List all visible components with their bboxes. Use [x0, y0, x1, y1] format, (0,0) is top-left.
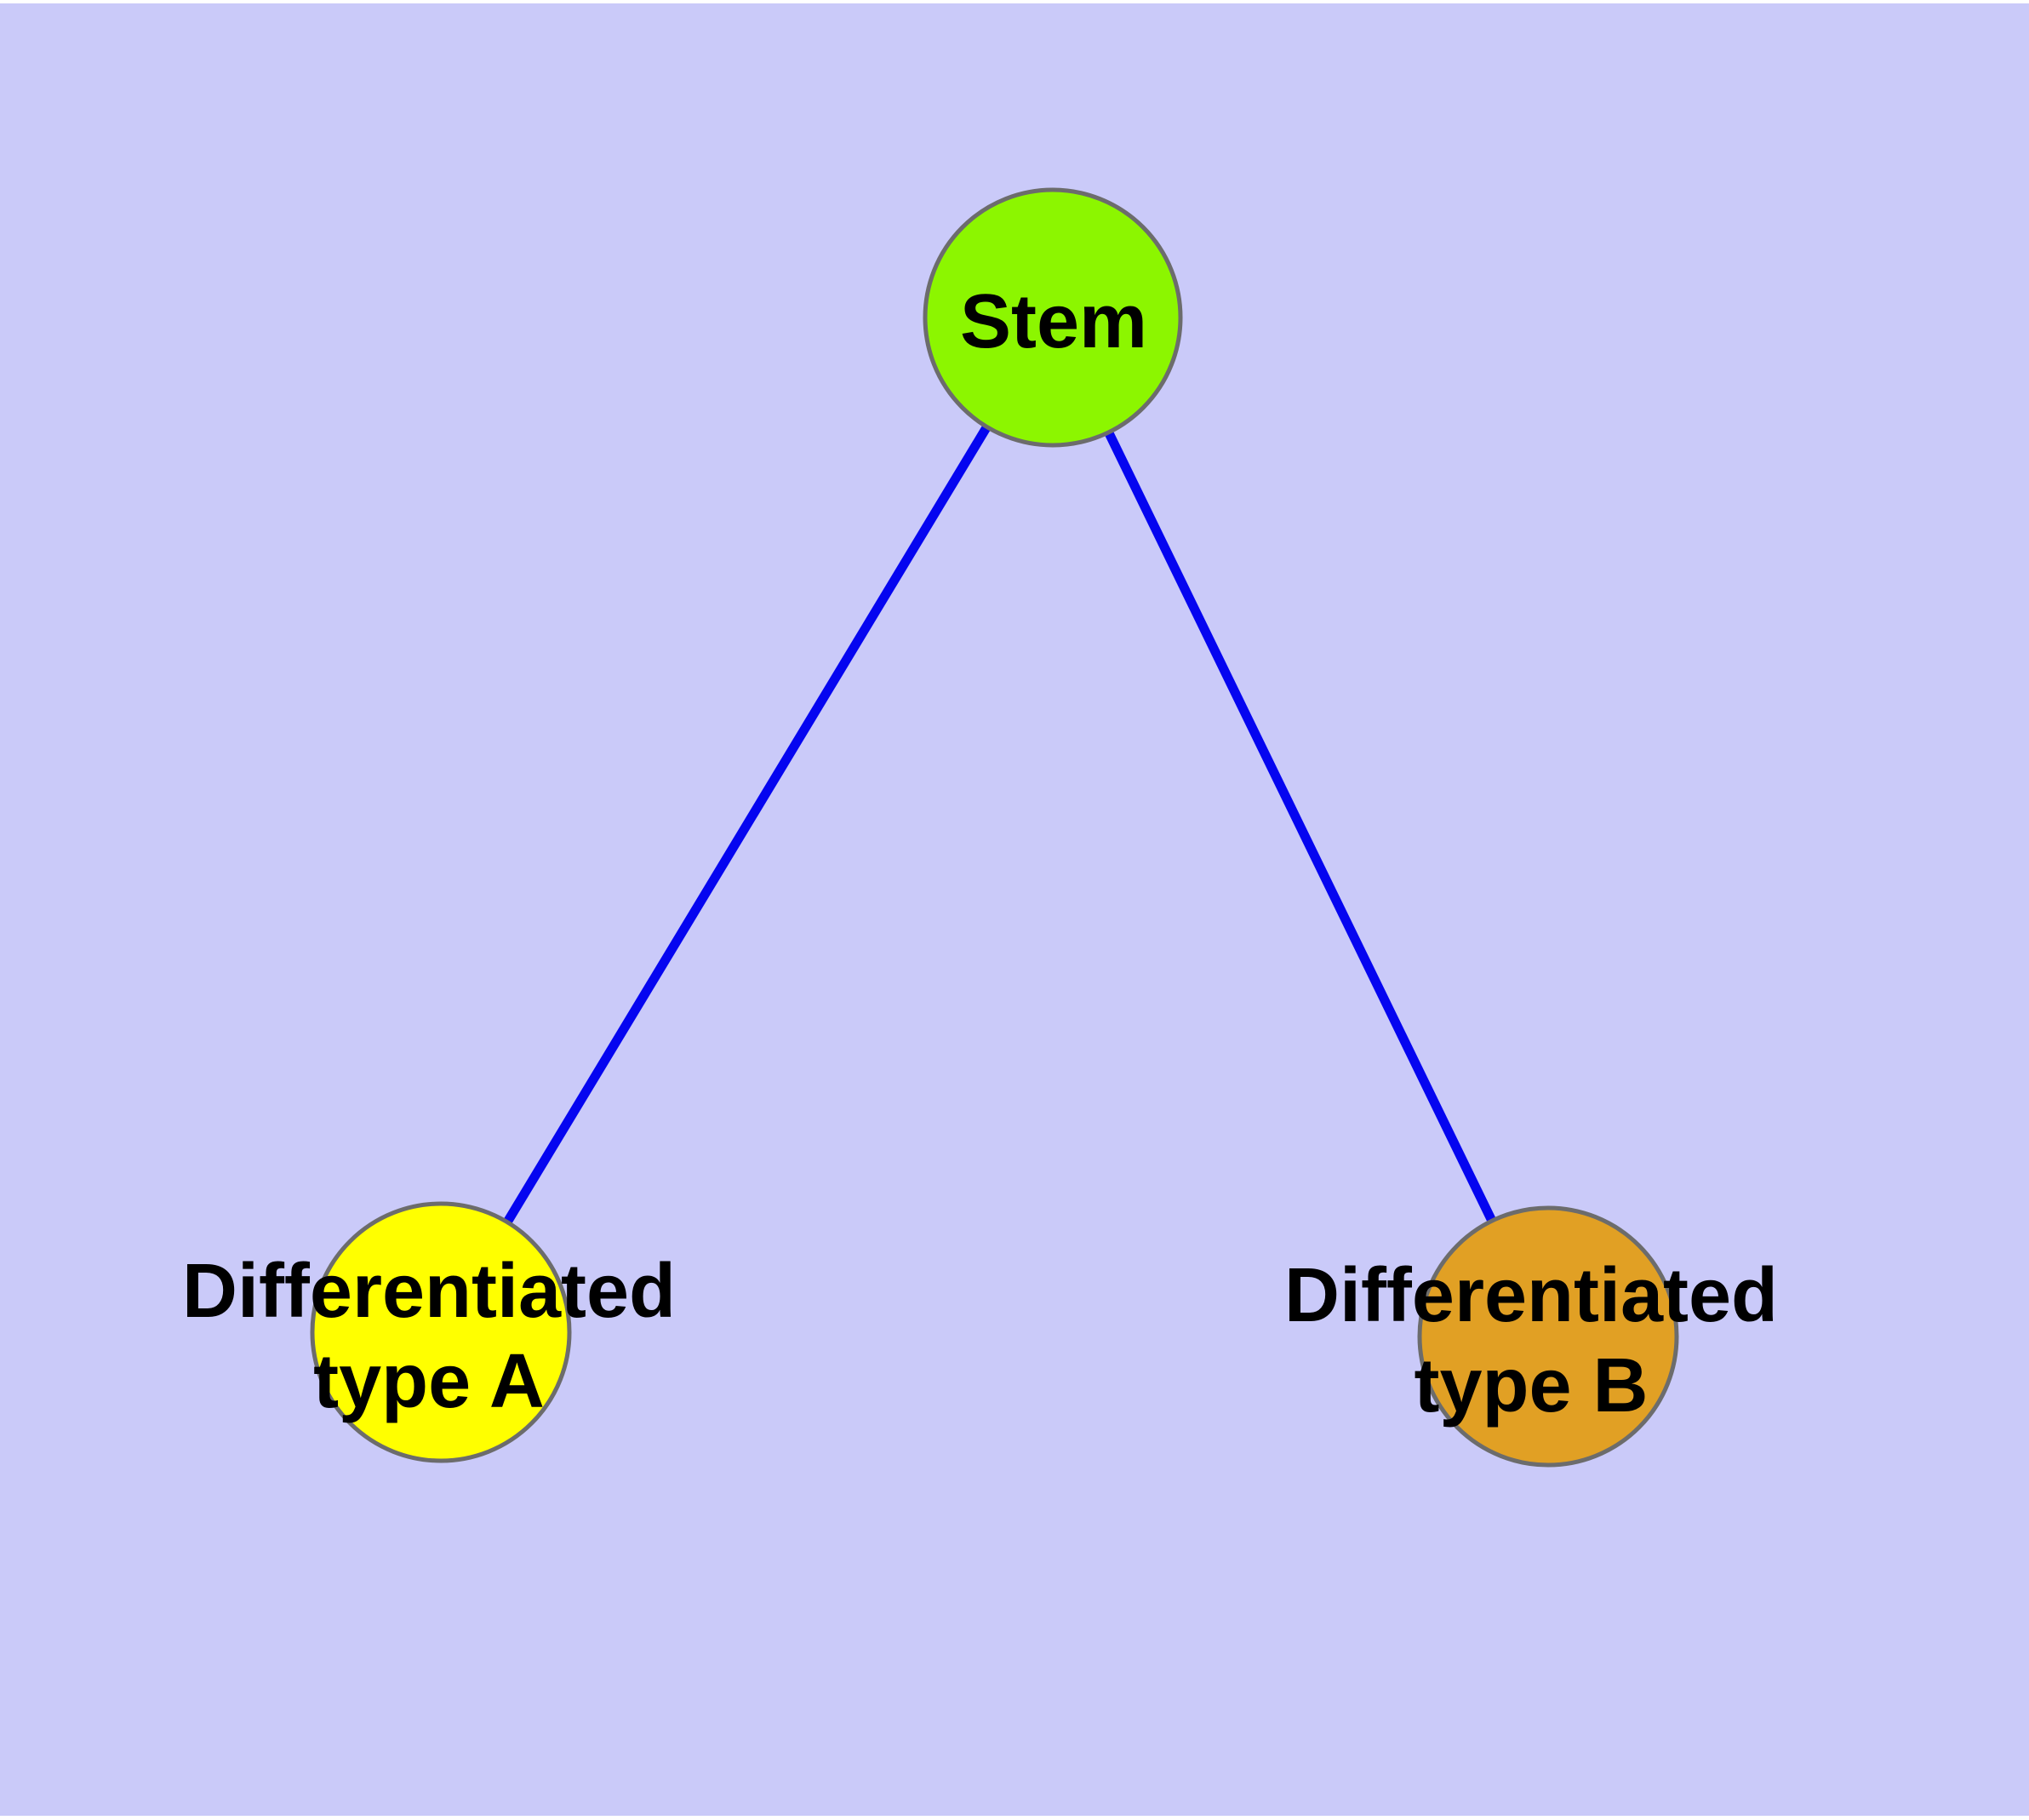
differentiated-type-a-node[interactable] [310, 1201, 572, 1463]
differentiated-type-b-node[interactable] [1417, 1205, 1679, 1468]
type-a-node-label-line1: Differentiated [182, 1249, 676, 1334]
stem-node[interactable] [923, 187, 1183, 448]
type-b-node-label-line1: Differentiated [1284, 1253, 1778, 1338]
type-b-node-label-line2: type B [1414, 1343, 1648, 1428]
edge-stem-to-type-a [437, 315, 1057, 1335]
stem-node-label: Stem [960, 279, 1147, 364]
type-a-node-label-line2: type A [313, 1339, 545, 1424]
edge-stem-to-type-b [1049, 315, 1552, 1339]
